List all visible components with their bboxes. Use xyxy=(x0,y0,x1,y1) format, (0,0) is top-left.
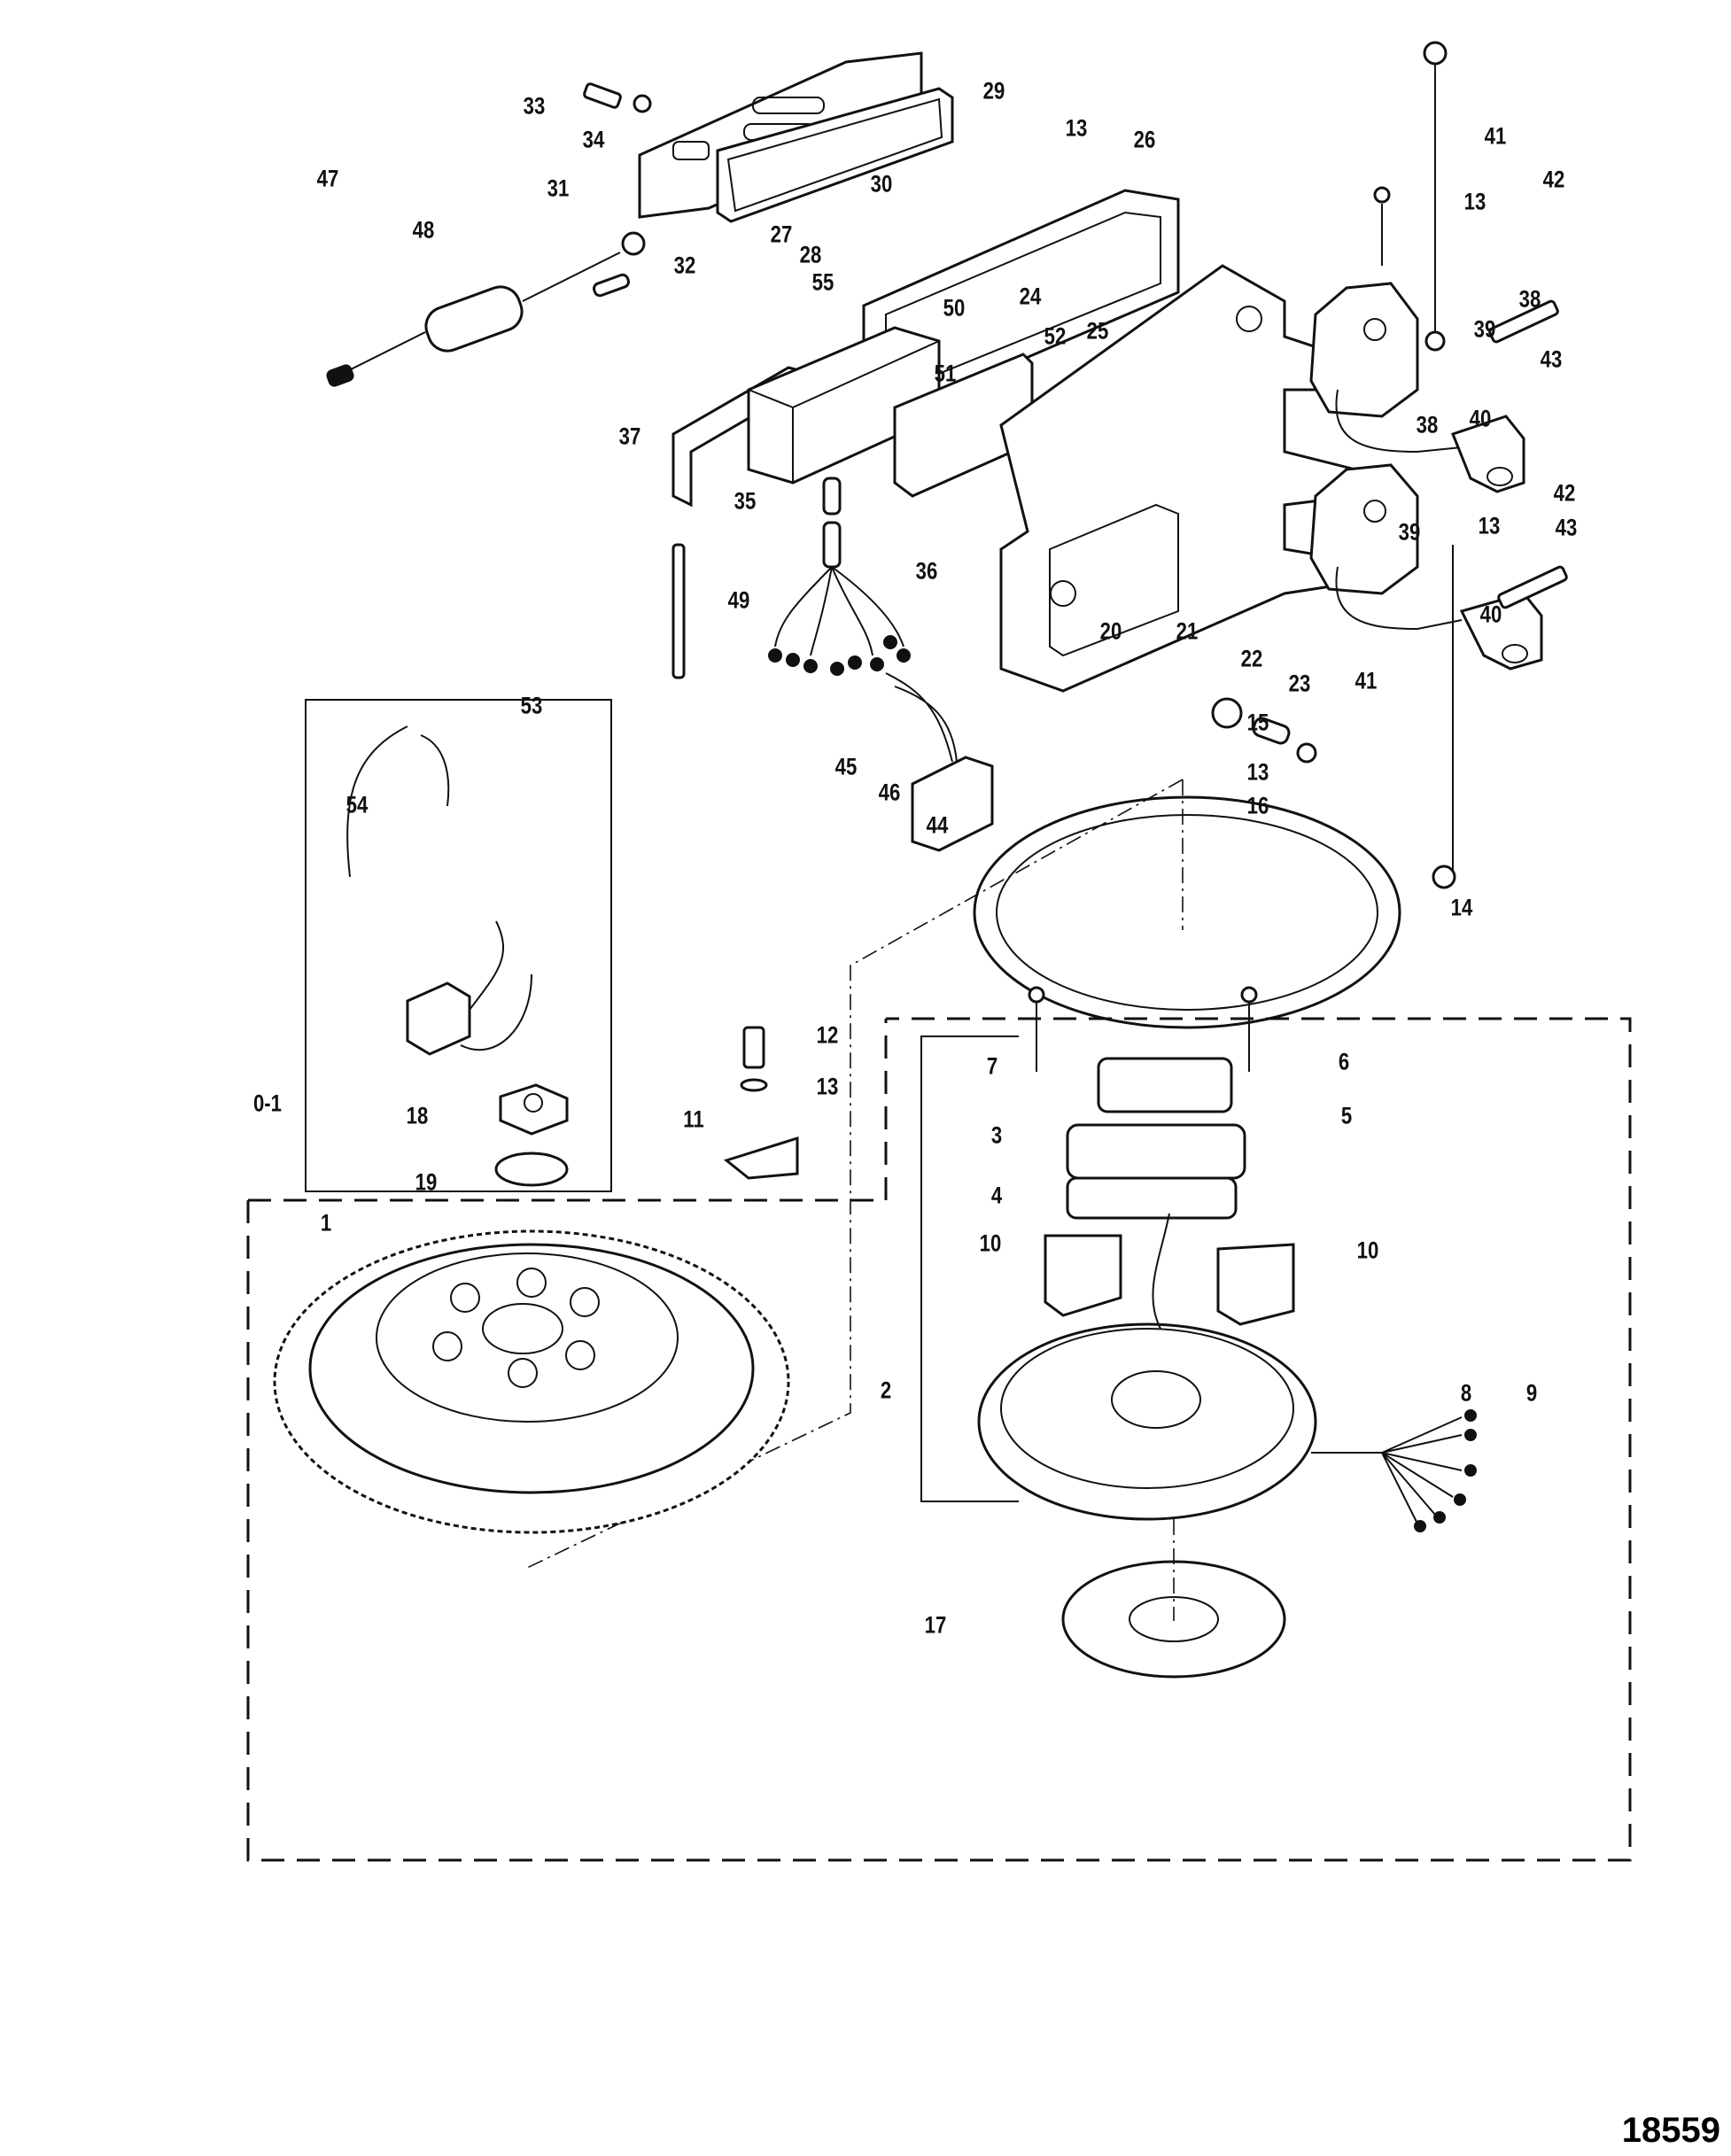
callout-24: 24 xyxy=(1019,283,1042,310)
stator-group-bracket xyxy=(920,1035,1019,1502)
callout-16: 16 xyxy=(1246,792,1269,819)
callout-28: 28 xyxy=(799,241,822,268)
callout-36: 36 xyxy=(915,557,938,585)
callout-8: 8 xyxy=(1460,1379,1472,1407)
callout-3: 3 xyxy=(990,1121,1003,1149)
callout-19: 19 xyxy=(415,1168,438,1196)
flywheel-part xyxy=(273,1229,790,1534)
thrust-washer-part xyxy=(1061,1519,1286,1679)
callout-41b: 41 xyxy=(1355,667,1378,694)
trigger-coil-part xyxy=(1044,1234,1295,1326)
callout-45: 45 xyxy=(834,753,858,780)
callout-2: 2 xyxy=(880,1377,892,1404)
callout-34: 34 xyxy=(582,126,605,153)
stator-adapter-ring-part xyxy=(973,795,1401,1029)
callout-51: 51 xyxy=(934,360,957,387)
callout-11: 11 xyxy=(683,1105,704,1133)
callout-1: 1 xyxy=(320,1209,332,1237)
callout-13e: 13 xyxy=(816,1073,839,1100)
callout-27: 27 xyxy=(770,221,793,248)
callout-48: 48 xyxy=(412,216,435,244)
callout-18: 18 xyxy=(406,1102,429,1129)
callout-13a: 13 xyxy=(1065,114,1088,142)
callout-12: 12 xyxy=(816,1021,839,1049)
washer-part xyxy=(740,1078,768,1092)
callout-32: 32 xyxy=(673,252,696,279)
callout-39a: 39 xyxy=(1473,315,1496,343)
callout-17: 17 xyxy=(924,1611,947,1639)
callout-4: 4 xyxy=(990,1182,1003,1209)
callout-13b: 13 xyxy=(1463,188,1486,215)
callout-38a: 38 xyxy=(1518,285,1541,313)
callout-15: 15 xyxy=(1246,709,1269,736)
callout-29: 29 xyxy=(982,77,1005,105)
callout-47: 47 xyxy=(316,165,339,192)
callout-54: 54 xyxy=(345,791,369,818)
callout-37: 37 xyxy=(618,423,641,450)
callout-42b: 42 xyxy=(1553,479,1576,507)
wire-harness-part xyxy=(768,477,911,676)
gasket-part xyxy=(716,87,954,223)
washer-part xyxy=(1296,742,1317,764)
washer-part xyxy=(633,94,652,113)
callout-9: 9 xyxy=(1525,1379,1538,1407)
callout-40b: 40 xyxy=(1479,601,1502,628)
bolt-part xyxy=(1488,299,1559,344)
callout-5: 5 xyxy=(1340,1102,1353,1129)
bushing-part xyxy=(1211,697,1243,729)
flywheel-nut-part xyxy=(499,1083,569,1136)
callout-26: 26 xyxy=(1133,126,1156,153)
callout-55: 55 xyxy=(811,268,834,296)
callout-46: 46 xyxy=(878,779,901,806)
callout-42a: 42 xyxy=(1542,166,1565,193)
inset-box xyxy=(305,699,612,1192)
stator-base-plate-part xyxy=(977,1213,1477,1532)
callout-43a: 43 xyxy=(1540,345,1563,373)
bolt-part xyxy=(583,82,622,109)
callout-35: 35 xyxy=(734,487,757,515)
callout-22: 22 xyxy=(1240,645,1263,672)
figure-id: 18559 xyxy=(1621,2111,1720,2150)
callout-38b: 38 xyxy=(1416,411,1439,438)
callout-50: 50 xyxy=(943,294,966,322)
callout-7: 7 xyxy=(986,1052,998,1080)
sleeve-part xyxy=(1252,717,1291,745)
callout-52: 52 xyxy=(1044,322,1067,350)
callout-53: 53 xyxy=(520,692,543,719)
callout-39b: 39 xyxy=(1398,518,1421,546)
callout-44: 44 xyxy=(926,811,949,839)
callout-13c: 13 xyxy=(1478,512,1501,539)
callout-30: 30 xyxy=(870,170,893,198)
callout-31: 31 xyxy=(547,174,570,202)
cable-tie-part xyxy=(671,543,686,679)
bolt-part xyxy=(742,1026,765,1069)
rectifier-part xyxy=(885,672,994,852)
callout-14: 14 xyxy=(1450,894,1473,921)
callout-43b: 43 xyxy=(1555,514,1578,541)
callout-13d: 13 xyxy=(1246,758,1269,786)
ignition-coil-lower-part xyxy=(1309,463,1543,671)
stator-coil-part xyxy=(1028,986,1258,1220)
flywheel-washer-part xyxy=(494,1152,569,1187)
callout-20: 20 xyxy=(1099,617,1122,645)
callout-33: 33 xyxy=(523,92,546,120)
ground-strap-part xyxy=(1423,41,1456,889)
callout-21: 21 xyxy=(1176,617,1199,645)
callout-10a: 10 xyxy=(979,1229,1002,1257)
callout-40a: 40 xyxy=(1469,405,1492,432)
condenser-part xyxy=(326,231,646,387)
callout-49: 49 xyxy=(727,586,750,614)
timing-pointer-part xyxy=(723,1136,799,1180)
callout-6: 6 xyxy=(1338,1048,1350,1075)
callout-41a: 41 xyxy=(1484,122,1507,150)
callout-23: 23 xyxy=(1288,670,1311,697)
callout-10b: 10 xyxy=(1356,1237,1379,1264)
bolt-part xyxy=(1497,565,1568,609)
ignition-coil-upper-part xyxy=(1309,186,1525,493)
callout-0-1: 0-1 xyxy=(252,1090,283,1117)
callout-25: 25 xyxy=(1086,317,1109,345)
flywheel-group-box xyxy=(246,1017,1632,1862)
